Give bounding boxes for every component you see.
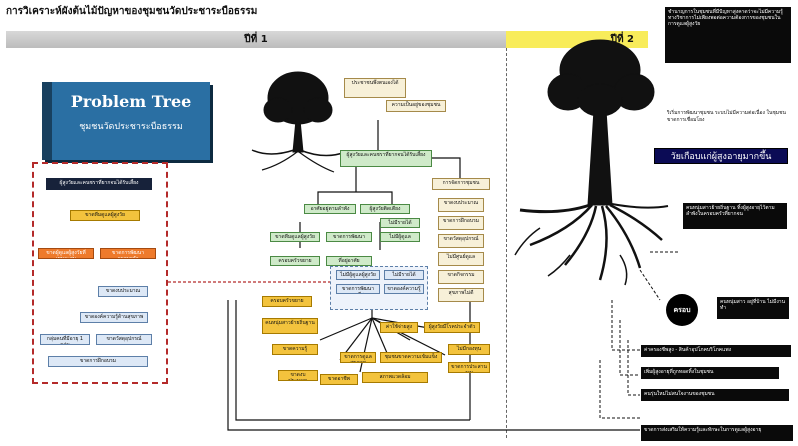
left-box: กลุ่มคนที่มีอายุ 1 กลุ่ม	[40, 334, 90, 345]
center-mid-box: ขาดทีมดูแลผู้สูงวัย	[270, 232, 320, 242]
right-box: คนรุ่นใหม่ไม่สนใจงานของชุมชน	[640, 388, 790, 402]
center-core-box: ไม่มีรายได้	[384, 270, 424, 280]
center-right-box: ขาดการฝึกอบรม	[438, 216, 484, 230]
left-box: ขาดงบประมาณ	[98, 286, 148, 297]
right-highlight-box: วัยเกือบแก่ผู้สูงอายุมากขึ้น	[654, 148, 788, 164]
center-core-box: ไม่มีผู้ดูแลผู้สูงวัย	[336, 270, 380, 280]
problem-tree-subheading: ชุมชนวัดประชาระบือธรรม	[79, 122, 183, 132]
left-box: ขาดทีมดูแลผู้สูงวัย	[70, 210, 140, 221]
right-box: ริเริ่มการพัฒนาชุมชน ระบบไม่มีความต่อเนื…	[667, 110, 786, 123]
right-box: ขาดการส่งเสริมให้ความรู้และทักษะในการดูแ…	[640, 424, 794, 442]
small-tree-icon	[251, 71, 346, 173]
center-right-box: ขาดงบประมาณ	[438, 198, 484, 212]
year-1-header: ปีที่ 1	[6, 31, 506, 48]
root-box: ค่าใช้จ่ายสูง	[380, 322, 418, 333]
root-box: ไม่มีกองทุน	[448, 344, 490, 355]
left-top-box: ผู้สูงวัยและคนชราที่ยากจนได้รับเสี้ยง	[46, 178, 152, 190]
left-summary-panel	[32, 162, 168, 384]
page-title: การวิเคราะห์ผังต้นไม้ปัญหาของชุมชนวัดประ…	[6, 6, 258, 17]
center-top-box: ประชาชนพึ่งตนเองได้	[344, 78, 406, 98]
center-right-box: สุขภาพไม่ดี	[438, 288, 484, 302]
center-right-box: การจัดการชุมชน	[432, 178, 490, 190]
center-right-box: ขาดวัสดุอุปกรณ์	[438, 234, 484, 248]
root-box: ครอบครัวขยาย	[262, 296, 312, 307]
right-box: ค่าครองชีพสูง - สินค้าอุปโภคบริโภคแพง	[640, 344, 792, 358]
root-box: คนหนุ่มสาวย้ายถิ่นฐาน	[262, 318, 318, 334]
center-top-box: ความเป็นอยู่ของชุมชน	[386, 100, 446, 112]
right-box: คนหนุ่มสาว อยู่ที่บ้าน ไม่มีงานทำ	[716, 296, 790, 320]
problem-tree-heading: Problem Tree	[70, 92, 192, 111]
left-box: ขาดวัสดุอุปกรณ์	[96, 334, 152, 345]
left-box: ขาดการฝึกอบรม	[48, 356, 148, 367]
root-box: ขาดการดูแลสุขภาพ	[340, 352, 376, 363]
right-box: คนหนุ่มสาวย้ายถิ่นฐาน ทิ้งผู้สูงอายุไว้ต…	[682, 202, 788, 230]
root-box: ขาดการประสานงาน	[448, 362, 490, 373]
root-box: ชุมชนขาดความเข้มแข็ง	[380, 352, 442, 363]
left-box: ขาดการพัฒนาครอบครัว	[100, 248, 156, 259]
center-mid-box: ครอบครัวขยาย	[270, 256, 320, 266]
center-mid-box: ขาดการพัฒนา	[326, 232, 372, 242]
center-core-box: ขาดองค์ความรู้	[384, 284, 424, 294]
large-tree-icon	[514, 39, 669, 286]
family-circle: ครอบ	[666, 294, 698, 326]
root-box: ขาดอาชีพ	[320, 374, 358, 385]
center-mid-box: ไม่มีผู้ดูแล	[380, 232, 420, 242]
center-core-box: ขาดการพัฒนาอาชีพ	[336, 284, 380, 294]
center-mid-box: ผู้สูงวัยติดเตียง	[360, 204, 410, 214]
center-mid-box: ไม่มีรายได้	[380, 218, 420, 228]
center-right-box: ไม่มีศูนย์ดูแล	[438, 252, 484, 266]
root-box: สภาพแวดล้อม	[362, 372, 428, 383]
center-right-box: ขาดกิจกรรม	[438, 270, 484, 284]
left-box: ขาดผู้ดูแลผู้สูงวัยที่เหมาะสม	[38, 248, 94, 259]
root-box: ขาดงบประมาณ	[278, 370, 318, 381]
center-mid-box: ที่อยู่อาศัย	[326, 256, 372, 266]
root-box: ผู้สูงวัยมีโรคประจำตัว	[424, 322, 480, 333]
left-box: ขาดองค์ความรู้ด้านสุขภาพ	[80, 312, 148, 323]
root-box: ขาดความรู้	[272, 344, 318, 355]
center-top-box: ผู้สูงวัยและคนชราที่ยากจนได้รับเสี้ยง	[340, 150, 432, 167]
year-divider	[506, 48, 507, 438]
problem-tree-card: Problem Tree ชุมชนวัดประชาระบือธรรม	[42, 82, 210, 160]
center-mid-box: อาศัยอยู่ตามลำพัง	[304, 204, 356, 214]
right-box: เพิ่มผู้สูงอายุที่ถูกทอดทิ้งในชุมชน	[640, 366, 780, 380]
right-box: ชำนาญการในชุมชนที่มีปัญหาสูงคาดว่าจะไม่ม…	[664, 6, 792, 64]
